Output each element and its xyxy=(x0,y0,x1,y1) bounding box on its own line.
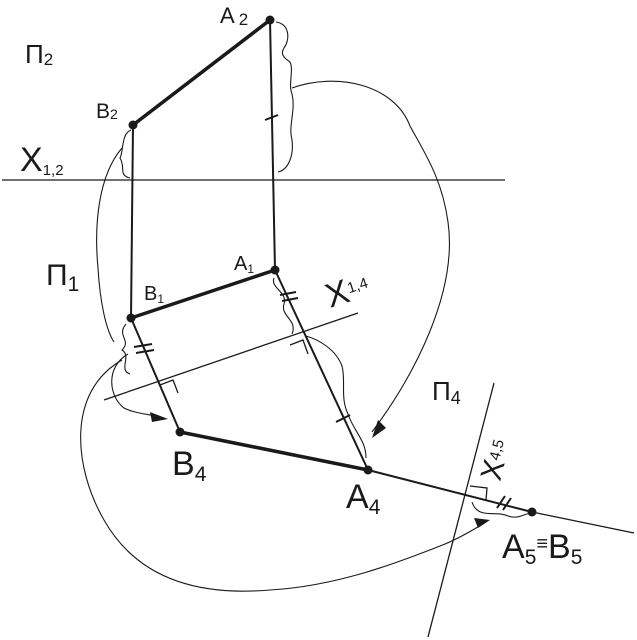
link-a5-extension xyxy=(531,511,635,534)
brace-a2 xyxy=(275,21,294,173)
double-tick-a5-2 xyxy=(502,497,512,511)
arrowhead-a5 xyxy=(474,518,490,528)
axis-label-x45: X4,5 xyxy=(475,436,517,484)
link-b1-b4 xyxy=(130,317,181,433)
right-angle-mark-a xyxy=(289,339,309,355)
point-b4 xyxy=(175,427,185,437)
point-a5-b5 xyxy=(527,507,537,517)
plane-label-p2: Π2 xyxy=(25,39,53,69)
link-a4-a5 xyxy=(367,469,533,513)
brace-a1 xyxy=(272,277,294,335)
point-a4 xyxy=(363,465,373,475)
segment-a1b1 xyxy=(130,268,276,320)
arrow-curve-b2-to-b4 xyxy=(96,147,123,343)
point-a2 xyxy=(265,15,275,25)
point-label-b1: B1 xyxy=(144,283,164,306)
plane-label-p1: Π1 xyxy=(46,259,79,296)
point-a1 xyxy=(270,265,280,275)
segment-a2b2 xyxy=(131,18,272,127)
tick-mark-a2 xyxy=(264,114,279,121)
double-tick-b4-2 xyxy=(135,349,155,354)
point-label-a4: A4 xyxy=(346,478,381,519)
point-label-b2: B2 xyxy=(96,100,118,123)
brace-b1 xyxy=(121,323,131,375)
point-b2 xyxy=(128,120,138,130)
arrow-curve-b1-to-b4 xyxy=(111,353,165,419)
point-label-a5-b5: A5≡B5 xyxy=(502,528,582,569)
arrowhead-a4 xyxy=(372,420,386,438)
axis-x14-line xyxy=(103,312,359,401)
link-a2-a1 xyxy=(269,19,276,271)
brace-b2 xyxy=(119,129,132,179)
brace-a5 xyxy=(471,501,531,518)
plane-label-p4: Π4 xyxy=(432,376,461,408)
point-b1 xyxy=(126,313,136,323)
axis-x45-line xyxy=(427,382,495,638)
right-angle-mark-45 xyxy=(469,485,488,501)
double-tick-b4-1 xyxy=(133,343,153,348)
right-angle-mark-b xyxy=(159,379,179,394)
axis-label-x12: X1,2 xyxy=(20,141,64,179)
arrow-curve-a2-to-a4 xyxy=(291,80,450,433)
link-b2-b1 xyxy=(130,124,134,319)
link-a1-a4 xyxy=(274,269,369,471)
point-label-a1: A1 xyxy=(234,253,254,276)
segment-a4b4 xyxy=(179,430,369,472)
brace-a4 xyxy=(305,335,367,459)
arrowhead-b4 xyxy=(150,412,168,422)
arrow-curve-b4-to-a5 xyxy=(80,359,487,592)
double-tick-a5-1 xyxy=(496,495,506,509)
point-label-b4: B4 xyxy=(172,445,207,486)
tick-mark-a4 xyxy=(335,414,351,423)
axis-label-x14: X1,4 xyxy=(321,266,374,316)
